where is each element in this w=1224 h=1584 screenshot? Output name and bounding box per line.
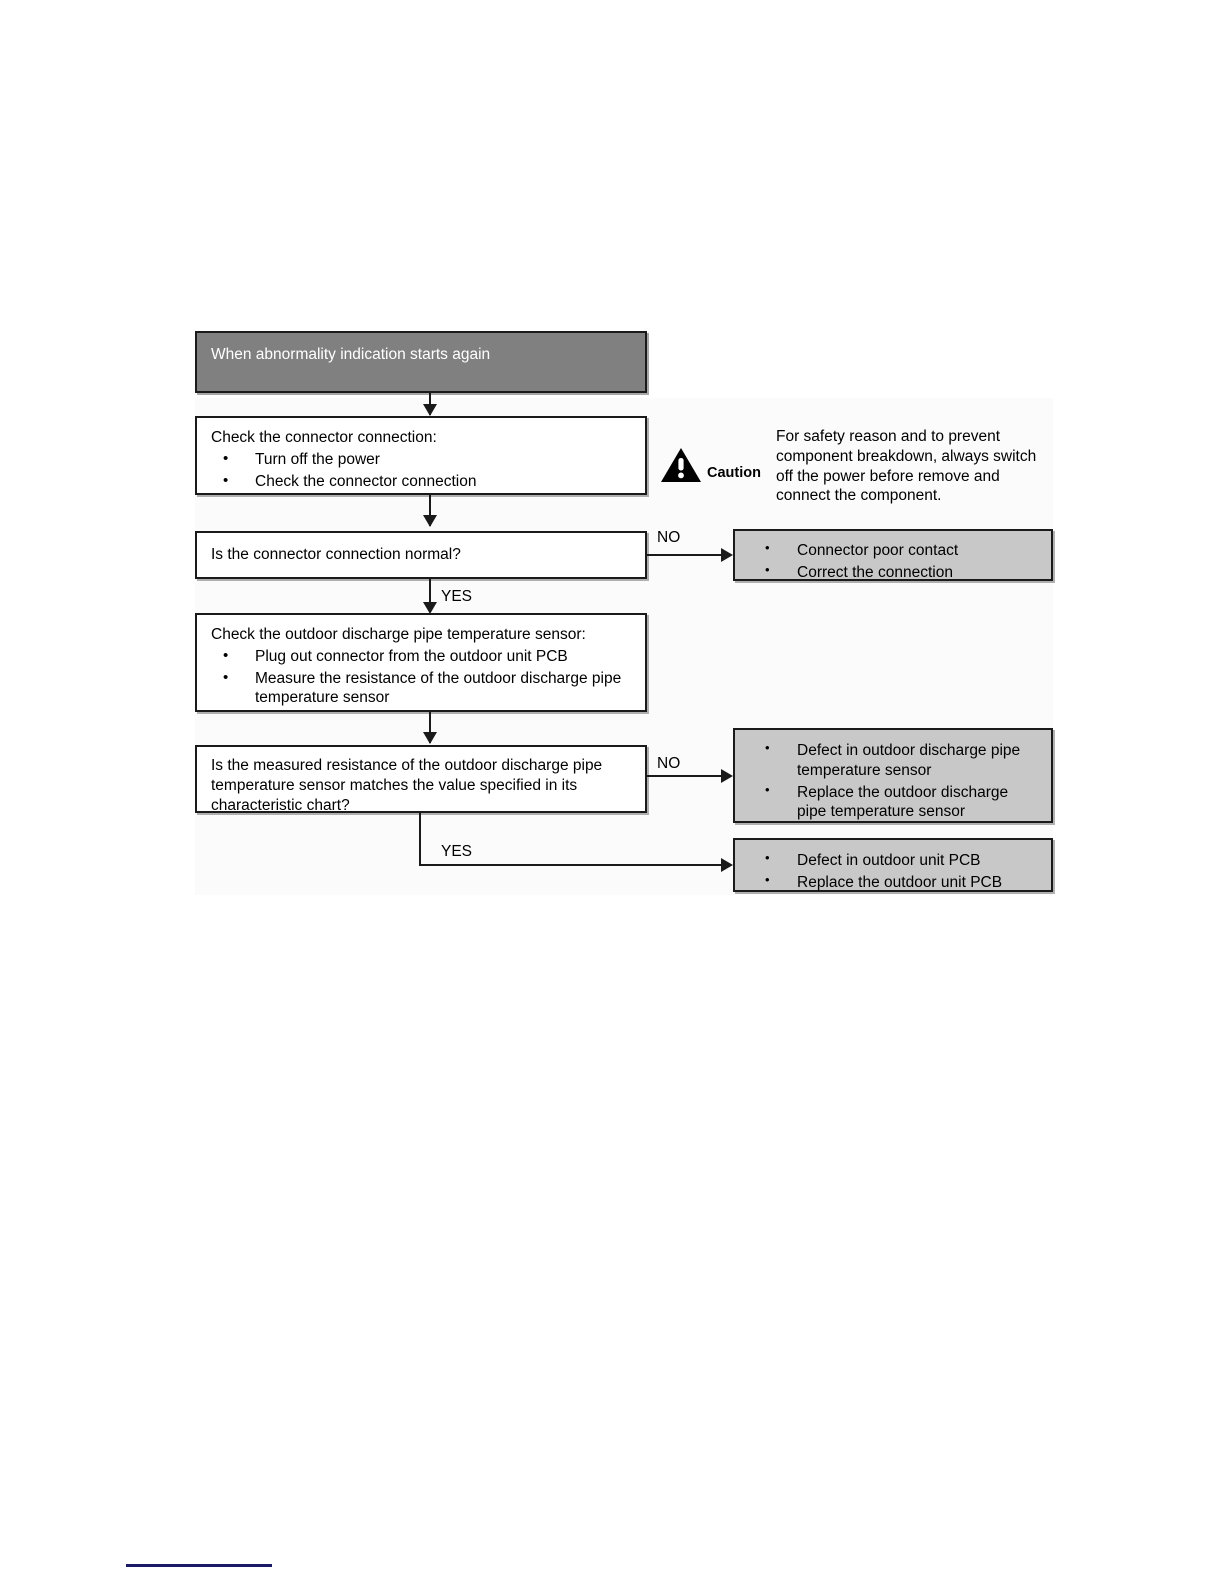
step2-bullet: Plug out connector from the outdoor unit… [211,646,631,667]
arrow-step2-to-decision2 [423,732,437,744]
outcome3-bullet: Replace the outdoor unit PCB [749,872,1037,893]
step2-bullet-list: Plug out connector from the outdoor unit… [211,646,631,709]
arrow-header-to-step1 [423,404,437,416]
caution-text-line: For safety reason and to prevent [776,428,1001,445]
decision-connector-normal-box: Is the connector connection normal? [195,531,647,579]
outcome2-bullet-list: Defect in outdoor discharge pipe tempera… [749,740,1037,823]
outcome2-bullet: Defect in outdoor discharge pipe tempera… [749,740,1037,781]
step2-title: Check the outdoor discharge pipe tempera… [211,626,586,643]
decision2-line: Is the measured resistance of the outdoo… [211,757,603,774]
outcome-sensor-defect-box: Defect in outdoor discharge pipe tempera… [733,728,1053,823]
arrow-decision1-yes [423,602,437,614]
connector-decision2-yes-vertical [419,813,421,866]
step1-bullet: Check the connector connection [211,471,631,492]
connector-step2-to-decision2 [429,712,431,743]
arrow-decision1-no [721,548,733,562]
step1-bullet-list: Turn off the power Check the connector c… [211,449,631,492]
edge-label-yes-2: YES [441,843,473,860]
decision1-question: Is the connector connection normal? [211,546,461,564]
outcome1-bullet-list: Connector poor contact Correct the conne… [749,540,1037,583]
caution-text-line: connect the component. [776,487,942,505]
edge-label-no-2: NO [657,755,681,772]
outcome1-bullet: Connector poor contact [749,540,1037,561]
caution-label: Caution [707,465,761,481]
flow-header-label: When abnormality indication starts again [211,346,491,363]
warning-triangle-icon [661,448,701,482]
caution-text-line: off the power before remove and [776,467,1000,485]
connector-step1-to-decision1 [429,495,431,526]
outcome1-bullet: Correct the connection [749,562,1037,583]
edge-label-no-1: NO [657,529,681,546]
step1-title: Check the connector connection: [211,429,437,446]
outcome3-bullet: Defect in outdoor unit PCB [749,850,1037,871]
outcome-connector-poor-contact-box: Connector poor contact Correct the conne… [733,529,1053,581]
decision-resistance-match-box: Is the measured resistance of the outdoo… [195,745,647,814]
arrow-decision2-no [721,769,733,783]
decision2-line: temperature sensor matches the value spe… [211,776,578,794]
step-check-connector-box: Check the connector connection: Turn off… [195,416,647,495]
connector-decision2-yes-horizontal [419,864,727,866]
outcome-pcb-defect-box: Defect in outdoor unit PCB Replace the o… [733,838,1053,892]
step-check-sensor-box: Check the outdoor discharge pipe tempera… [195,613,647,712]
arrow-step1-to-decision1 [423,515,437,527]
edge-label-yes-1: YES [441,588,473,605]
step1-bullet: Turn off the power [211,449,631,470]
outcome3-bullet-list: Defect in outdoor unit PCB Replace the o… [749,850,1037,893]
outcome2-bullet: Replace the outdoor discharge pipe tempe… [749,782,1037,823]
step2-bullet: Measure the resistance of the outdoor di… [211,668,631,709]
connector-decision1-yes [429,579,431,612]
flow-header-box: When abnormality indication starts again [195,331,647,393]
connector-decision2-no [647,775,727,777]
connector-decision1-no [647,554,727,556]
arrow-decision2-yes [721,858,733,872]
footer-rule [126,1564,272,1567]
caution-text-line: component breakdown, always switch [776,447,1037,465]
caution-mark: Caution [660,447,761,483]
decision2-line: characteristic chart? [211,796,350,814]
caution-text: For safety reason and to prevent compone… [776,427,1044,506]
